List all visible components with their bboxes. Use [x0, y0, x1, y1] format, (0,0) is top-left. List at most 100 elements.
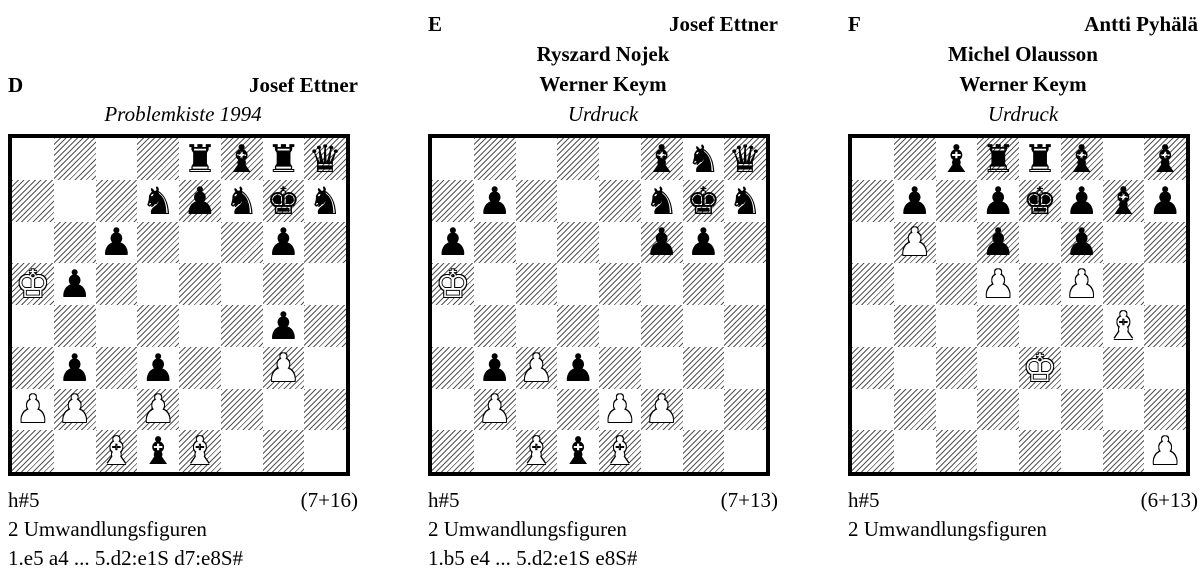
square-e3	[179, 347, 221, 389]
square-d4	[557, 305, 599, 347]
white-bishop-icon: ♝	[599, 430, 641, 472]
square-d1	[977, 430, 1019, 472]
white-bishop-icon: ♝	[96, 430, 138, 472]
white-pawn-icon: ♟	[977, 263, 1019, 305]
square-a8	[432, 138, 474, 180]
square-g8: ♜	[263, 138, 305, 180]
square-b2	[894, 389, 936, 431]
square-f5	[641, 263, 683, 305]
square-d4	[137, 305, 179, 347]
square-a3	[852, 347, 894, 389]
square-d2	[557, 389, 599, 431]
square-e8: ♜	[179, 138, 221, 180]
square-h6	[1144, 222, 1186, 264]
square-h7: ♞	[724, 180, 766, 222]
square-d6	[557, 222, 599, 264]
white-pawn-icon: ♟	[12, 389, 54, 431]
author-1: Antti Pyhälä	[1084, 12, 1198, 36]
square-g8	[1103, 138, 1145, 180]
square-d7	[557, 180, 599, 222]
square-h4	[1144, 305, 1186, 347]
square-h8: ♛	[304, 138, 346, 180]
square-a4	[12, 305, 54, 347]
square-d5	[557, 263, 599, 305]
square-h3	[724, 347, 766, 389]
square-b8	[474, 138, 516, 180]
square-d6	[137, 222, 179, 264]
square-b4	[474, 305, 516, 347]
square-c7	[936, 180, 978, 222]
square-g6: ♟	[683, 222, 725, 264]
square-h3	[1144, 347, 1186, 389]
square-f1	[641, 430, 683, 472]
square-b3	[894, 347, 936, 389]
chessboard: ♝♜♜♝♝♟♟♚♟♝♟♟♟♟♟♟♝♚♟	[848, 134, 1190, 476]
black-pawn-icon: ♟	[96, 222, 138, 264]
square-e1	[1019, 430, 1061, 472]
square-e2: ♟	[599, 389, 641, 431]
square-f7: ♞	[641, 180, 683, 222]
square-f7: ♞	[221, 180, 263, 222]
square-e6	[1019, 222, 1061, 264]
square-f4	[1061, 305, 1103, 347]
square-d3: ♟	[137, 347, 179, 389]
square-e5	[1019, 263, 1061, 305]
square-f8: ♝	[1061, 138, 1103, 180]
square-h2	[304, 389, 346, 431]
black-pawn-icon: ♟	[432, 222, 474, 264]
square-b1	[474, 430, 516, 472]
square-g5	[263, 263, 305, 305]
white-king-icon: ♚	[432, 263, 474, 305]
black-rook-icon: ♜	[179, 138, 221, 180]
black-king-icon: ♚	[683, 180, 725, 222]
square-d8	[137, 138, 179, 180]
piece-count: (7+16)	[301, 488, 358, 512]
square-b1	[894, 430, 936, 472]
author-3: Werner Keym	[848, 72, 1198, 96]
square-a6	[852, 222, 894, 264]
black-rook-icon: ♜	[263, 138, 305, 180]
white-pawn-icon: ♟	[1061, 263, 1103, 305]
white-bishop-icon: ♝	[516, 430, 558, 472]
black-pawn-icon: ♟	[977, 222, 1019, 264]
white-pawn-icon: ♟	[474, 389, 516, 431]
square-g7: ♚	[683, 180, 725, 222]
square-b4	[894, 305, 936, 347]
square-a1	[432, 430, 474, 472]
square-a3	[12, 347, 54, 389]
square-e1: ♝	[179, 430, 221, 472]
problem-letter: E	[428, 12, 442, 36]
square-d1: ♝	[557, 430, 599, 472]
white-pawn-icon: ♟	[1144, 430, 1186, 472]
author-3: Werner Keym	[428, 72, 778, 96]
square-a7	[852, 180, 894, 222]
square-g2	[1103, 389, 1145, 431]
white-pawn-icon: ♟	[516, 347, 558, 389]
black-pawn-icon: ♟	[641, 222, 683, 264]
black-pawn-icon: ♟	[54, 347, 96, 389]
square-g1	[683, 430, 725, 472]
black-pawn-icon: ♟	[1061, 222, 1103, 264]
square-f6	[221, 222, 263, 264]
square-f6: ♟	[641, 222, 683, 264]
black-rook-icon: ♜	[1019, 138, 1061, 180]
square-d5	[137, 263, 179, 305]
square-e4	[179, 305, 221, 347]
author-1: Josef Ettner	[249, 73, 358, 97]
black-pawn-icon: ♟	[474, 180, 516, 222]
square-h5	[304, 263, 346, 305]
square-a1	[852, 430, 894, 472]
square-c7	[96, 180, 138, 222]
square-c1: ♝	[516, 430, 558, 472]
white-bishop-icon: ♝	[1103, 305, 1145, 347]
black-king-icon: ♚	[1019, 180, 1061, 222]
square-d1: ♝	[137, 430, 179, 472]
square-b3: ♟	[54, 347, 96, 389]
square-h3	[304, 347, 346, 389]
square-h8: ♝	[1144, 138, 1186, 180]
square-h6	[724, 222, 766, 264]
square-c4	[516, 305, 558, 347]
chessboard: ♜♝♜♛♞♟♞♚♞♟♟♚♟♟♟♟♟♟♟♟♝♝♝	[8, 134, 350, 476]
square-e2	[179, 389, 221, 431]
black-pawn-icon: ♟	[894, 180, 936, 222]
